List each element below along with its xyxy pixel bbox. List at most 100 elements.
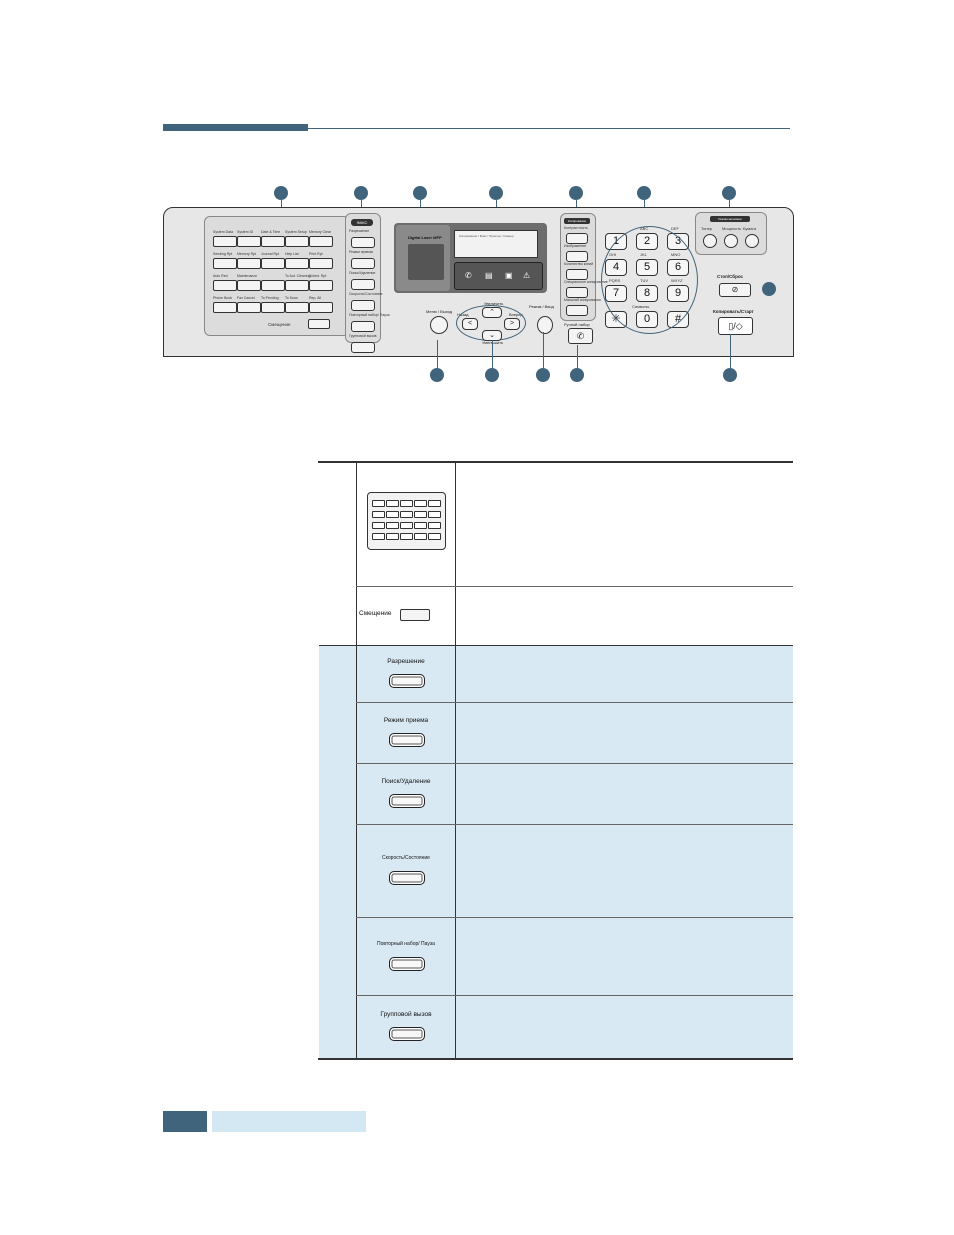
- copy-function-button[interactable]: [566, 233, 588, 244]
- one-touch-ill-cell: [386, 500, 399, 507]
- one-touch-ill-cell: [400, 533, 413, 540]
- one-touch-label: Memory Rpt: [237, 252, 257, 256]
- callout-5: [569, 186, 583, 200]
- callout-9: [430, 368, 444, 382]
- one-touch-button[interactable]: [285, 258, 309, 269]
- eco-button-label: Бумага: [743, 226, 757, 231]
- fax-row-label: Скорость/Состояние: [382, 855, 430, 861]
- one-touch-button[interactable]: [309, 280, 333, 291]
- fax-function-button[interactable]: [351, 321, 375, 332]
- stop-icon: ⊘: [731, 285, 739, 294]
- lcd-screen: Копирование / Факс / Принтер / Сканер: [454, 230, 538, 258]
- fax-rows-highlight: [319, 646, 793, 1058]
- one-touch-button[interactable]: [237, 258, 261, 269]
- lcd-graphic: [408, 244, 444, 280]
- copy-function-button[interactable]: [566, 287, 588, 298]
- paper-icon: ▣: [505, 271, 513, 280]
- model-label: Digital Laser MFP: [408, 235, 442, 240]
- fax-function-button[interactable]: [351, 279, 375, 290]
- one-touch-button[interactable]: [261, 302, 285, 313]
- one-touch-label: Auto Red: [213, 274, 228, 278]
- one-touch-ill-cell: [386, 533, 399, 540]
- one-touch-label: Rep. All: [309, 296, 322, 300]
- one-touch-label: Print Rpt: [309, 252, 323, 256]
- fax-button-label: Режим приема: [349, 250, 373, 254]
- copy-function-button[interactable]: [566, 251, 588, 262]
- one-touch-label: Sched. Rpt: [309, 274, 327, 278]
- fax-button-label: Групповой вызов: [349, 334, 377, 338]
- fax-row-button-illustration: [389, 733, 425, 747]
- control-panel: Смещение ФАКС Digital Laser MFP Копирова…: [163, 207, 794, 357]
- callout-10: [485, 368, 499, 382]
- fax-function-button[interactable]: [351, 300, 375, 311]
- one-touch-button[interactable]: [285, 280, 309, 291]
- one-touch-button[interactable]: [309, 302, 333, 313]
- left-button[interactable]: <: [462, 318, 478, 330]
- one-touch-button[interactable]: [213, 258, 237, 269]
- header-rule: [308, 128, 790, 129]
- one-touch-button[interactable]: [285, 302, 309, 313]
- fax-row-label: Разрешение: [387, 658, 425, 665]
- one-touch-button[interactable]: [237, 280, 261, 291]
- callout-3: [413, 186, 427, 200]
- one-touch-ill-cell: [428, 533, 441, 540]
- shift-button[interactable]: [308, 319, 330, 329]
- increase-label: Увеличить: [484, 301, 504, 306]
- fax-function-button[interactable]: [351, 342, 375, 353]
- copy-button-label: Количество копий: [564, 262, 594, 266]
- one-touch-button[interactable]: [261, 258, 285, 269]
- callout-1: [274, 186, 288, 200]
- key-letters: DEF: [671, 226, 679, 231]
- one-touch-button[interactable]: [213, 280, 237, 291]
- one-touch-button[interactable]: [213, 302, 237, 313]
- menu-exit-label: Меню / Выход: [426, 309, 453, 314]
- eco-button[interactable]: [703, 234, 717, 248]
- right-button[interactable]: >: [504, 318, 520, 330]
- one-touch-ill-cell: [386, 511, 399, 518]
- manual-dial-button[interactable]: ✆: [568, 328, 593, 344]
- one-touch-button[interactable]: [237, 236, 261, 247]
- one-touch-button[interactable]: [261, 280, 285, 291]
- fax-row-button-illustration: [389, 871, 425, 885]
- keypad-ring: [601, 226, 698, 334]
- one-touch-ill-cell: [428, 511, 441, 518]
- copy-function-button[interactable]: [566, 269, 588, 280]
- fax-function-button[interactable]: [351, 237, 375, 248]
- fax-row-button-illustration: [389, 1027, 425, 1041]
- callout-11: [536, 368, 550, 382]
- fax-function-button[interactable]: [351, 258, 375, 269]
- one-touch-button[interactable]: [213, 236, 237, 247]
- one-touch-ill-cell: [414, 511, 427, 518]
- up-button[interactable]: ⌃: [482, 307, 502, 318]
- one-touch-button[interactable]: [261, 236, 285, 247]
- copy-button-label: Контрастность: [564, 226, 588, 230]
- copy-start-button[interactable]: ▯/◇: [718, 317, 753, 335]
- eco-button[interactable]: [724, 234, 738, 248]
- one-touch-button[interactable]: [237, 302, 261, 313]
- one-touch-label: System Data: [213, 230, 234, 234]
- copy-function-button[interactable]: [566, 305, 588, 316]
- fax-row-label: Поиск/Удаление: [381, 778, 431, 785]
- one-touch-label: System ID: [237, 230, 254, 234]
- fax-row-label: Режим приема: [383, 717, 429, 724]
- one-touch-button[interactable]: [285, 236, 309, 247]
- one-touch-label: To Scan: [285, 296, 298, 300]
- copy-button-label: Изображение: [564, 244, 587, 248]
- fax-button-label: Поиск/Удаление: [349, 271, 376, 275]
- eco-button[interactable]: [745, 234, 759, 248]
- enter-label: Режим / Ввод: [529, 304, 554, 309]
- one-touch-label: Date & Time: [261, 230, 281, 234]
- menu-exit-button[interactable]: [430, 316, 448, 334]
- one-touch-label: Help List: [285, 252, 299, 256]
- fax-row-button-illustration: [389, 674, 425, 688]
- one-touch-label: Maintenance: [237, 274, 258, 278]
- stop-reset-button[interactable]: ⊘: [719, 283, 751, 297]
- shift-ill-button: [400, 609, 430, 621]
- one-touch-button[interactable]: [309, 236, 333, 247]
- footer-section-tab: [212, 1111, 366, 1132]
- copy-start-label: Копировать/Старт: [713, 309, 754, 314]
- fax-button-label: Скорость/Состояние: [349, 292, 383, 296]
- one-touch-button[interactable]: [309, 258, 333, 269]
- callout-4: [489, 186, 503, 200]
- enter-button[interactable]: [537, 316, 553, 334]
